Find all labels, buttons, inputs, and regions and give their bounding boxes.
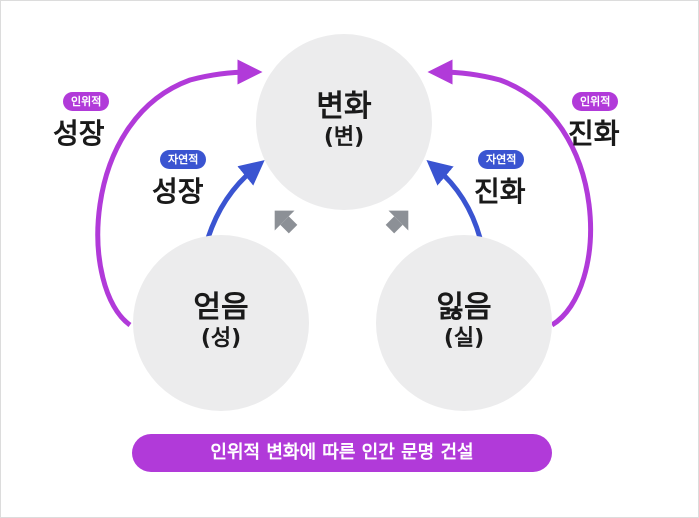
- node-gain-circle: [133, 235, 309, 411]
- node-change-title: 변화: [316, 89, 372, 124]
- inner-right-tag: 자연적: [478, 150, 525, 169]
- outer-right-tag: 인위적: [572, 92, 619, 111]
- inner-left-text: 성장: [152, 175, 204, 208]
- node-gain: 얻음 (성): [151, 291, 291, 353]
- node-loss-sub: (실): [443, 326, 485, 351]
- inner-right-text: 진화: [474, 175, 526, 208]
- inner-right-arrow: [426, 159, 483, 239]
- inner-left-tag: 자연적: [160, 150, 207, 169]
- node-loss: 잃음 (실): [394, 291, 534, 353]
- inner-left-arrow: [205, 160, 265, 239]
- summary-banner: 인위적 변화에 따른 인간 문명 건설: [132, 434, 552, 472]
- node-gain-title: 얻음: [193, 290, 249, 325]
- node-loss-title: 잃음: [436, 290, 492, 325]
- gray-arrow-left: [274, 210, 298, 234]
- node-change: 변화 (변): [274, 90, 414, 152]
- outer-left-text: 성장: [53, 117, 105, 150]
- outer-right-text: 진화: [568, 117, 620, 150]
- node-change-sub: (변): [323, 125, 365, 150]
- node-loss-circle: [376, 235, 552, 411]
- node-gain-sub: (성): [200, 326, 242, 351]
- outer-right-arc: [427, 59, 594, 328]
- outer-left-arc: [95, 59, 263, 328]
- outer-left-tag: 인위적: [63, 92, 110, 111]
- node-change-circle: [256, 34, 432, 210]
- gray-arrow-right: [385, 210, 409, 234]
